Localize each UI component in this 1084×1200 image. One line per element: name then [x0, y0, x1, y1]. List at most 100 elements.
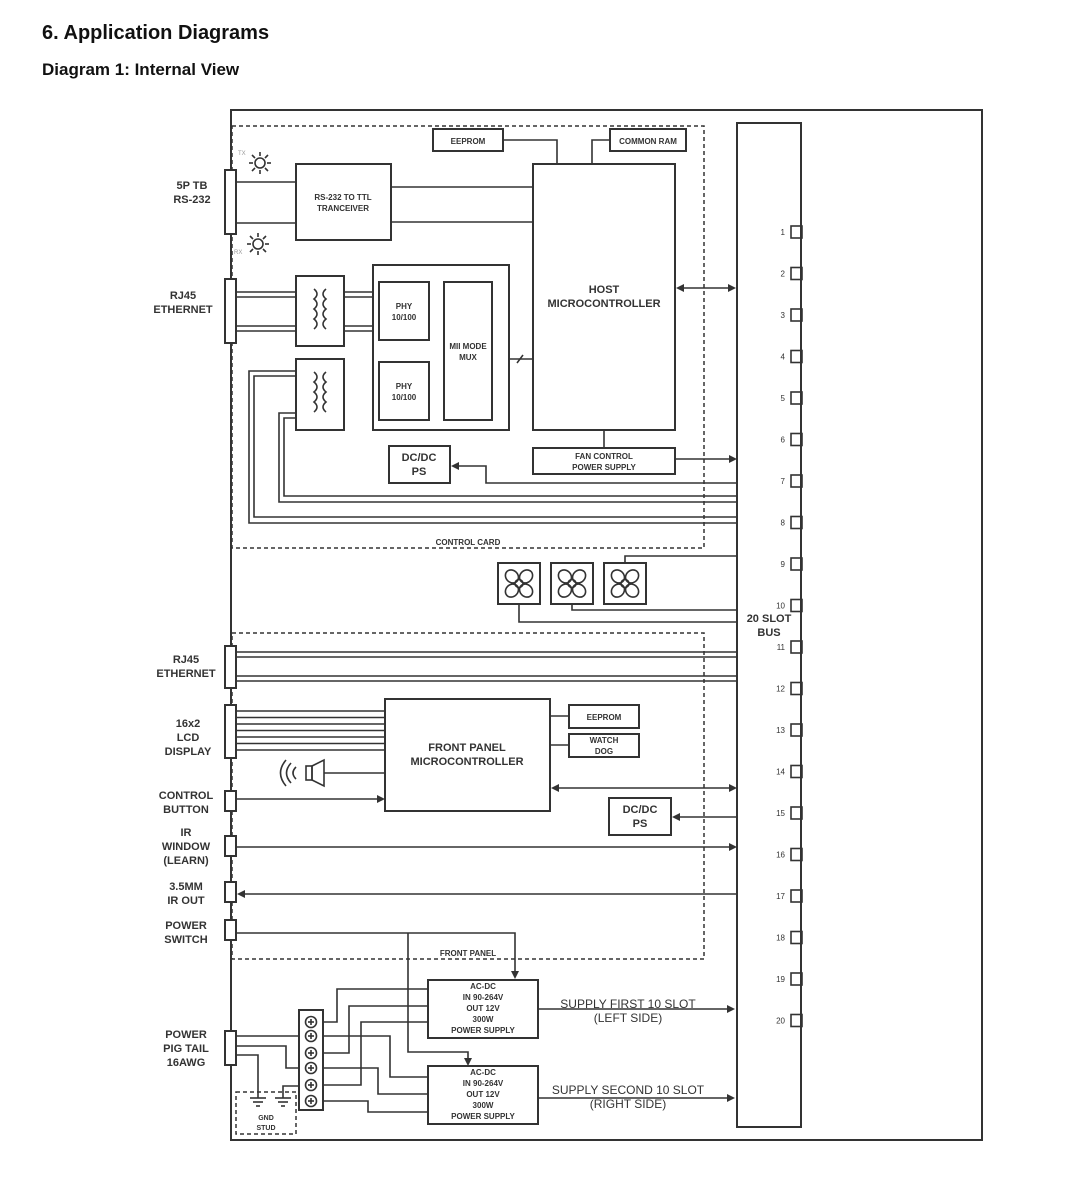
- ps1-output-label-2: (LEFT SIDE): [594, 1011, 662, 1025]
- front-panel-microcontroller: [384, 698, 551, 812]
- mii-mode-mux: [443, 281, 493, 421]
- host-microcontroller: [532, 163, 676, 431]
- fp-mcu-label-2: MICROCONTROLLER: [410, 756, 523, 768]
- slot-number: 4: [781, 353, 786, 362]
- ps1-output-label-1: SUPPLY FIRST 10 SLOT: [560, 997, 696, 1011]
- fan-icon: [550, 562, 594, 605]
- control-button-connector: [224, 790, 237, 812]
- mii-mux-label-1: MII MODE: [449, 342, 487, 351]
- transformer-icon: [312, 371, 328, 413]
- gnd-stud-label-2: STUD: [256, 1125, 275, 1132]
- lcd-label-3: DISPLAY: [165, 746, 212, 758]
- fp-eeprom-label: EEPROM: [587, 713, 622, 722]
- terminal-screw-icon: [304, 1078, 318, 1092]
- power-switch-connector: [224, 919, 237, 941]
- phy-2: [378, 361, 430, 421]
- terminal-screw-icon: [304, 1046, 318, 1060]
- dcdc-control-label-2: PS: [412, 466, 427, 478]
- phy-1-label-2: 10/100: [392, 313, 417, 322]
- fan-control-label-2: POWER SUPPLY: [572, 463, 636, 472]
- ir-window-connector: [224, 835, 237, 857]
- bus-slot: 1: [781, 225, 803, 239]
- watchdog-label-2: DOG: [595, 747, 613, 756]
- fp-mcu-label-1: FRONT PANEL: [428, 742, 506, 754]
- pigtail-label-1: POWER: [165, 1029, 207, 1041]
- power-supply-spec: AC-DC: [470, 1068, 496, 1077]
- fan-control-label-1: FAN CONTROL: [575, 452, 633, 461]
- phy-1-label-1: PHY: [396, 302, 413, 311]
- bus-slot: 18: [776, 930, 803, 945]
- phy-2-label-1: PHY: [396, 382, 413, 391]
- bus-slot: 15: [776, 806, 803, 820]
- front-panel-label: FRONT PANEL: [440, 949, 496, 958]
- power-supply-spec: POWER SUPPLY: [451, 1026, 515, 1035]
- lcd-label-2: LCD: [177, 732, 200, 744]
- ir-window-label-2: WINDOW: [162, 841, 211, 853]
- terminal-screw-icon: [304, 1094, 318, 1108]
- slot-number: 13: [776, 726, 785, 735]
- power-supply-spec: POWER SUPPLY: [451, 1112, 515, 1121]
- power-supply-spec: IN 90-264V: [463, 1079, 504, 1088]
- slot-number: 8: [781, 519, 786, 528]
- power-pigtail-connector: [224, 1030, 237, 1066]
- power-switch-label-2: SWITCH: [164, 934, 207, 946]
- slot-number: 20: [776, 1017, 785, 1026]
- power-switch-label-1: POWER: [165, 920, 207, 932]
- terminal-screw-icon: [304, 1029, 318, 1043]
- bus-label-1: 20 SLOT: [747, 613, 792, 625]
- bus-slot: 4: [781, 349, 803, 364]
- rj45-bottom-label-1: RJ45: [173, 654, 199, 666]
- bus-slot: 6: [781, 432, 803, 447]
- slot-number: 15: [776, 809, 785, 818]
- slot-number: 5: [781, 394, 786, 403]
- phy-1: [378, 281, 430, 341]
- dcdc-ps-control: [388, 445, 451, 484]
- slot-number: 18: [776, 934, 785, 943]
- bus-slot: 13: [776, 723, 803, 737]
- pigtail-label-3: 16AWG: [167, 1057, 206, 1069]
- dcdc-control-label-1: DC/DC: [402, 452, 437, 464]
- fan-icon: [603, 562, 647, 605]
- ir-out-connector: [224, 881, 237, 903]
- bus-label-2: BUS: [757, 627, 780, 639]
- terminal-block: [298, 1009, 324, 1111]
- rx-led-icon: [247, 233, 269, 255]
- bus-slot: 5: [781, 391, 803, 405]
- rs232-label-1: 5P TB: [177, 180, 208, 192]
- bus-slot: 16: [776, 847, 803, 862]
- ir-window-label-3: (LEARN): [163, 855, 209, 867]
- watchdog-label-1: WATCH: [590, 736, 619, 745]
- bus-slot: 14: [776, 764, 803, 779]
- tx-label: TX: [238, 151, 246, 157]
- slot-number: 16: [776, 851, 785, 860]
- bus-slot: 19: [776, 972, 803, 986]
- slot-number: 19: [776, 975, 785, 984]
- dcdc-front-label-1: DC/DC: [623, 804, 658, 816]
- lcd-label-1: 16x2: [176, 718, 200, 730]
- dcdc-ps-front: [608, 797, 672, 836]
- bus-slot: 10: [776, 598, 803, 613]
- section-title: 6. Application Diagrams: [42, 22, 270, 44]
- power-supply-spec: OUT 12V: [466, 1004, 500, 1013]
- bus-slot: 2: [781, 266, 803, 281]
- slot-number: 17: [776, 892, 785, 901]
- ir-window-label-1: IR: [181, 827, 192, 839]
- bus-slot: 17: [776, 889, 803, 903]
- host-mcu-label-1: HOST: [589, 284, 620, 296]
- fan-control-power-supply: [532, 447, 676, 475]
- power-supply-2: [427, 1065, 539, 1125]
- rs232-transceiver-label-2: TRANCEIVER: [317, 204, 369, 213]
- host-mcu-label-2: MICROCONTROLLER: [547, 298, 660, 310]
- ps2-output-label-1: SUPPLY SECOND 10 SLOT: [552, 1083, 705, 1097]
- ps2-output-label-2: (RIGHT SIDE): [590, 1097, 666, 1111]
- slot-number: 12: [776, 685, 785, 694]
- gnd-stud-label-1: GND: [258, 1115, 274, 1122]
- eeprom-label: EEPROM: [451, 137, 486, 146]
- rj45-bottom-connector: [224, 645, 237, 689]
- control-button-label-2: BUTTON: [163, 804, 209, 816]
- slot-number: 10: [776, 602, 785, 611]
- terminal-screw-icon: [304, 1061, 318, 1075]
- terminal-screw-icon: [304, 1015, 318, 1029]
- rs232-connector: [224, 169, 237, 235]
